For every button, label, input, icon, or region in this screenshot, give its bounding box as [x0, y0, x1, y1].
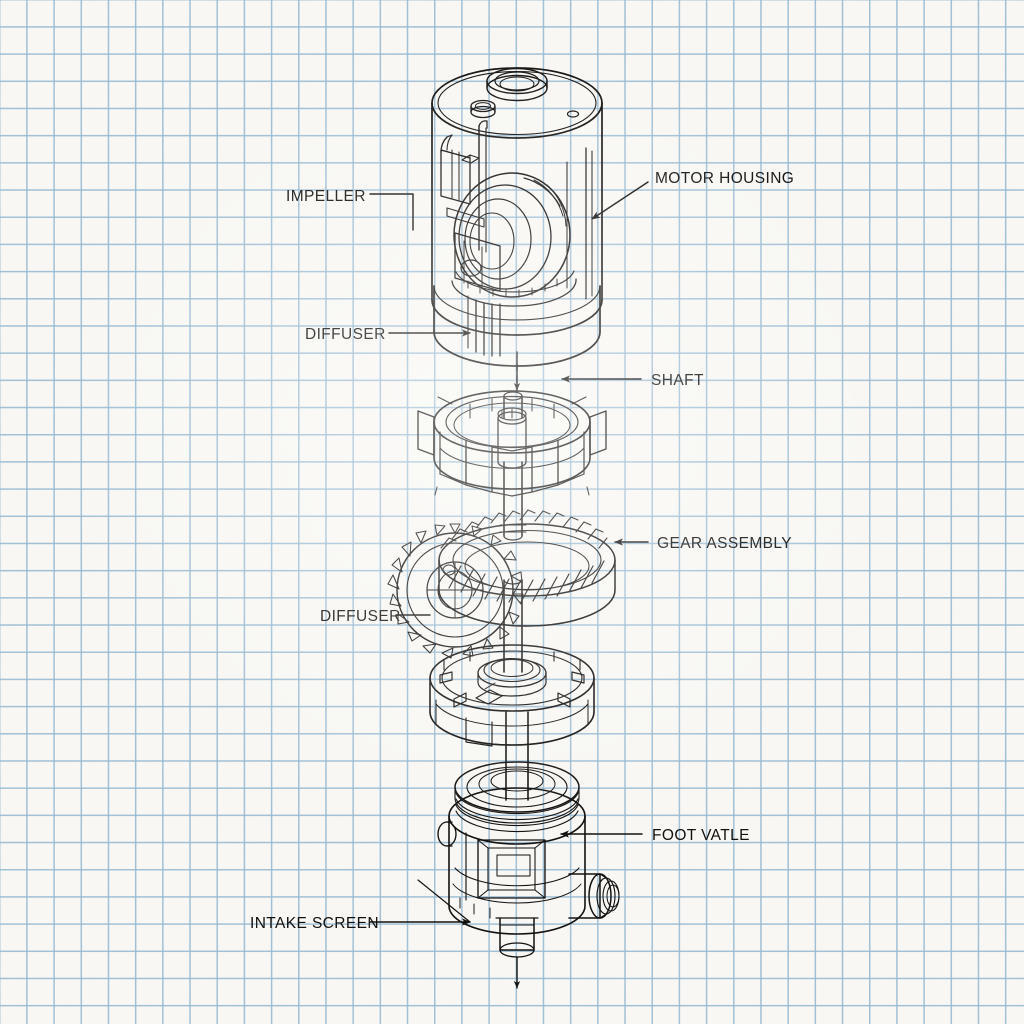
callout-label-impeller: IMPELLER	[286, 188, 366, 205]
callout-label-shaft: SHAFT	[651, 372, 704, 389]
callout-label-foot-valve: FOOT VATLE	[652, 827, 750, 844]
leader-motor-housing	[591, 181, 649, 220]
impeller-part	[440, 120, 577, 307]
vane-ring-part	[417, 390, 607, 497]
motor-housing-part	[431, 67, 603, 367]
leader-impeller	[369, 193, 414, 231]
callout-label-diffuser-upper: DIFFUSER	[305, 326, 386, 343]
callout-label-intake-screen: INTAKE SCREEN	[250, 915, 379, 932]
callout-label-diffuser-lower: DIFFUSER	[320, 608, 401, 625]
diffuser-lower-part	[429, 644, 595, 747]
callout-label-gear-assembly: GEAR ASSEMBLY	[657, 535, 792, 552]
callout-label-motor-housing: MOTOR HOUSING	[655, 170, 795, 187]
gear-assembly-part	[387, 509, 616, 659]
leader-intake-screen-branch	[417, 879, 471, 923]
